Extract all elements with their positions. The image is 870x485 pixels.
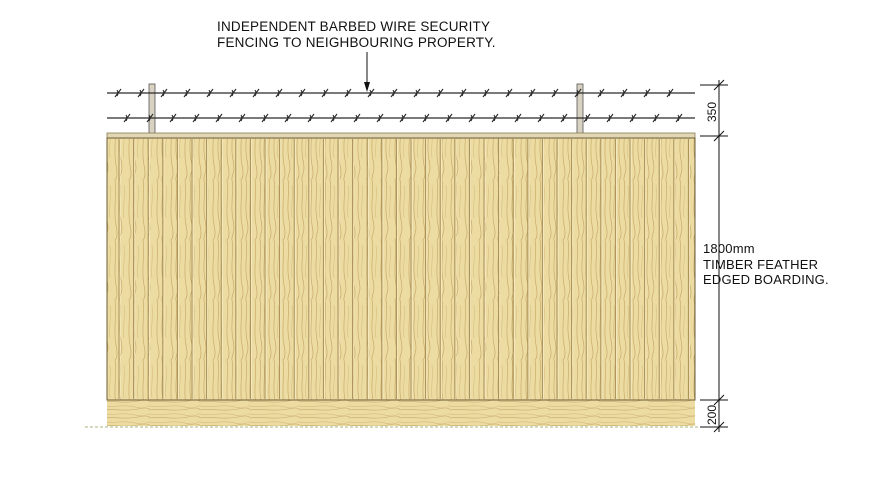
leader-arrow — [364, 52, 370, 92]
barbed-wire — [107, 92, 695, 119]
timber-boarding-note-line1: 1800mm — [703, 241, 755, 256]
barb — [514, 113, 522, 123]
barb — [160, 88, 168, 98]
barb — [307, 113, 315, 123]
barb — [238, 113, 246, 123]
barb — [606, 113, 614, 123]
gravel-board — [107, 399, 695, 426]
dimension-line — [700, 79, 728, 433]
barbed-wire-note: INDEPENDENT BARBED WIRE SECURITY FENCING… — [217, 19, 496, 51]
barb — [482, 88, 490, 98]
barb — [436, 88, 444, 98]
barb — [192, 113, 200, 123]
barb — [146, 113, 154, 123]
barb — [643, 88, 651, 98]
dimension-350: 350 — [705, 102, 719, 122]
barb — [252, 88, 260, 98]
timber-boarding-note: 1800mm TIMBER FEATHER EDGED BOARDING. — [703, 241, 829, 288]
barb — [528, 88, 536, 98]
barb — [652, 113, 660, 123]
barb — [597, 88, 605, 98]
barb — [675, 113, 683, 123]
barb — [330, 113, 338, 123]
top-rail — [106, 132, 696, 139]
barb — [551, 88, 559, 98]
barb — [560, 113, 568, 123]
barbed-wire-note-line2: FENCING TO NEIGHBOURING PROPERTY. — [217, 35, 496, 50]
barb — [445, 113, 453, 123]
barb — [298, 88, 306, 98]
barb — [229, 88, 237, 98]
barbed-wire-note-line1: INDEPENDENT BARBED WIRE SECURITY — [217, 19, 491, 34]
barb — [620, 88, 628, 98]
dimension-200: 200 — [705, 405, 719, 425]
timber-feather-edged-boarding — [106, 137, 696, 401]
barb — [537, 113, 545, 123]
barb — [413, 88, 421, 98]
barb — [399, 113, 407, 123]
barb — [261, 113, 269, 123]
barb — [215, 113, 223, 123]
barb — [206, 88, 214, 98]
barb — [390, 88, 398, 98]
barbed-wire-barbs — [114, 88, 683, 123]
barb — [666, 88, 674, 98]
barb — [491, 113, 499, 123]
barb — [376, 113, 384, 123]
barb — [574, 88, 582, 98]
barb — [505, 88, 513, 98]
barb — [344, 88, 352, 98]
barb — [183, 88, 191, 98]
barb — [123, 113, 131, 123]
timber-boarding-note-line3: EDGED BOARDING. — [703, 272, 829, 287]
fence-post-left — [148, 83, 156, 137]
barb — [468, 113, 476, 123]
barb — [629, 113, 637, 123]
barb — [137, 88, 145, 98]
barb — [114, 88, 122, 98]
barb — [583, 113, 591, 123]
barb — [169, 113, 177, 123]
barb — [321, 88, 329, 98]
barb — [422, 113, 430, 123]
timber-boarding-note-line2: TIMBER FEATHER — [703, 256, 819, 272]
barb — [459, 88, 467, 98]
barb — [284, 113, 292, 123]
barb — [367, 88, 375, 98]
barb — [275, 88, 283, 98]
barb — [353, 113, 361, 123]
